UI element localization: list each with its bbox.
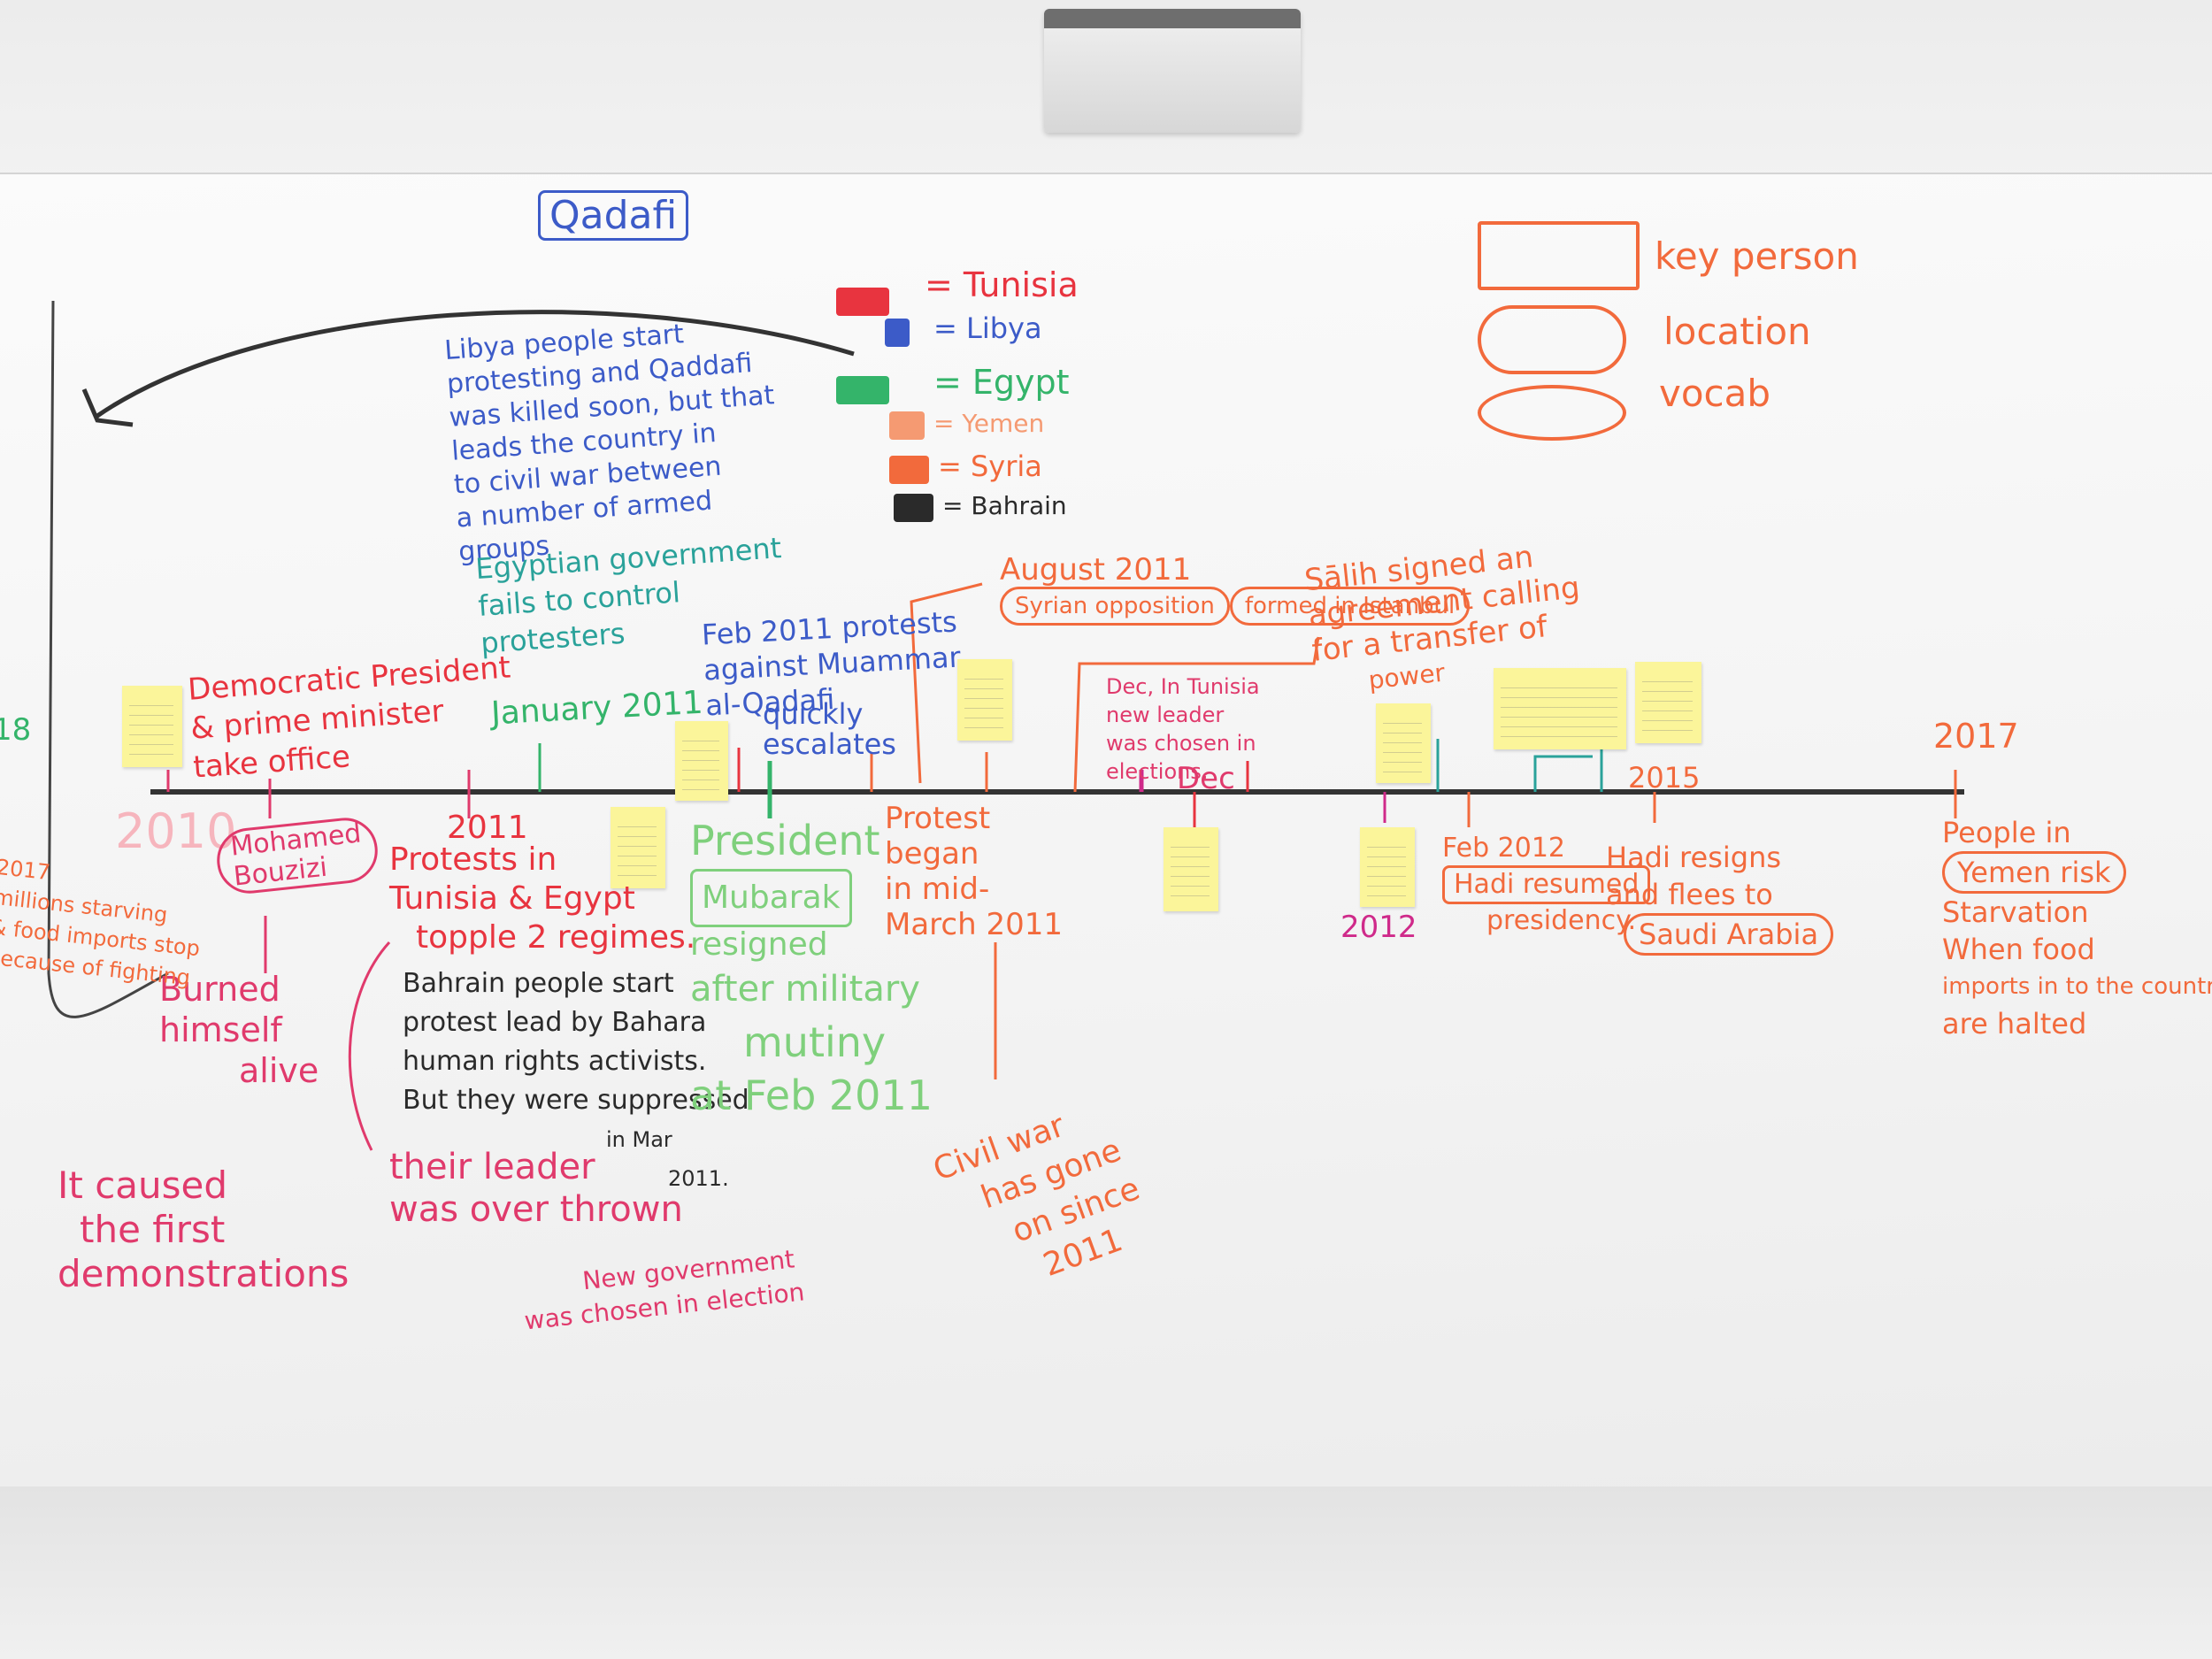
- sticky-note: [1635, 662, 1701, 743]
- year-2012: 2012: [1340, 910, 1417, 945]
- sticky-note: [1360, 827, 1415, 907]
- year-2015: 2015: [1628, 761, 1701, 795]
- legend-syria: = Syria: [938, 449, 1042, 483]
- syria-swatch: [889, 456, 929, 484]
- sticky-note: [1164, 827, 1218, 911]
- sticky-note: [1376, 703, 1431, 783]
- projector: [1044, 9, 1301, 133]
- tunisia-swatch: [836, 288, 889, 316]
- legend-key-person: key person: [1655, 234, 1859, 278]
- year-2011: 2011: [447, 810, 528, 846]
- yemen-swatch: [889, 411, 925, 440]
- libya-swatch: [885, 319, 910, 347]
- legend-tunisia: = Tunisia: [925, 265, 1079, 304]
- sticky-note: [957, 659, 1012, 741]
- sticky-note: [611, 807, 665, 888]
- legend-libya: = Libya: [933, 311, 1042, 345]
- legend-bahrain: = Bahrain: [942, 491, 1067, 520]
- left-edge-year: 18: [0, 712, 32, 748]
- dec-label: Dec: [1177, 761, 1235, 796]
- sticky-note: [122, 686, 182, 767]
- key-person-symbol: [1478, 221, 1640, 290]
- year-2017: 2017: [1933, 717, 2019, 756]
- legend-vocab: vocab: [1659, 372, 1771, 415]
- legend-yemen: = Yemen: [933, 409, 1045, 438]
- egypt-swatch: [836, 376, 889, 404]
- bahrain-swatch: [894, 494, 933, 522]
- sticky-note: [1494, 668, 1626, 749]
- vocab-symbol: [1478, 385, 1626, 441]
- board-ledge: [0, 1486, 2212, 1659]
- page-title: Qadafi: [538, 190, 689, 241]
- year-2010: 2010: [115, 803, 237, 859]
- legend-egypt: = Egypt: [933, 363, 1070, 402]
- legend-location: location: [1663, 310, 1811, 353]
- sticky-note: [675, 721, 728, 801]
- location-symbol: [1478, 305, 1626, 374]
